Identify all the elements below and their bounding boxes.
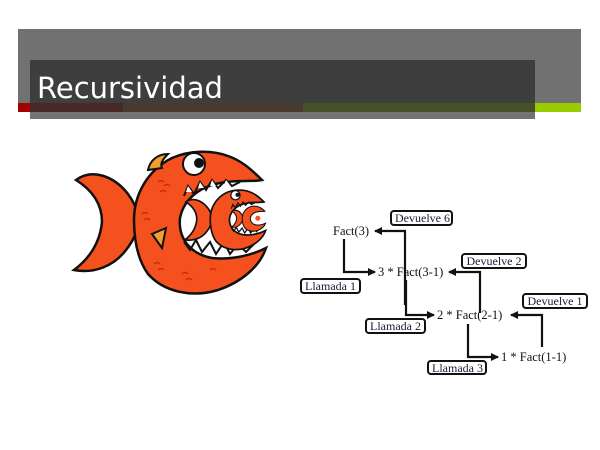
big-fish-body bbox=[132, 150, 269, 295]
title-panel bbox=[30, 60, 535, 119]
big-fish-side-fin bbox=[150, 226, 168, 251]
big-fish-fin bbox=[146, 152, 171, 172]
slide-title: Recursividad bbox=[37, 71, 223, 105]
big-fish-scales bbox=[141, 179, 217, 281]
expr-step-2: 2 * Fact(2-1) bbox=[437, 308, 503, 322]
call-box-1: Llamada 1 bbox=[300, 278, 361, 294]
return-box-2: Devuelve 2 bbox=[461, 253, 527, 269]
big-fish-tail bbox=[71, 173, 142, 273]
recursive-fish-illustration bbox=[71, 150, 269, 295]
expr-step-3: 1 * Fact(1-1) bbox=[501, 350, 567, 364]
medium-fish bbox=[183, 189, 268, 251]
big-fish-upper-teeth bbox=[183, 178, 241, 197]
return-box-1: Devuelve 1 bbox=[522, 293, 588, 309]
title-panel-bottom bbox=[30, 112, 535, 119]
call-box-2: Llamada 2 bbox=[365, 318, 426, 334]
return-box-6: Devuelve 6 bbox=[390, 210, 453, 226]
expr-step-1: 3 * Fact(3-1) bbox=[378, 265, 444, 279]
expr-fact-3: Fact(3) bbox=[333, 224, 370, 238]
call-box-3: Llamada 3 bbox=[427, 360, 487, 375]
small-fish bbox=[230, 205, 267, 232]
